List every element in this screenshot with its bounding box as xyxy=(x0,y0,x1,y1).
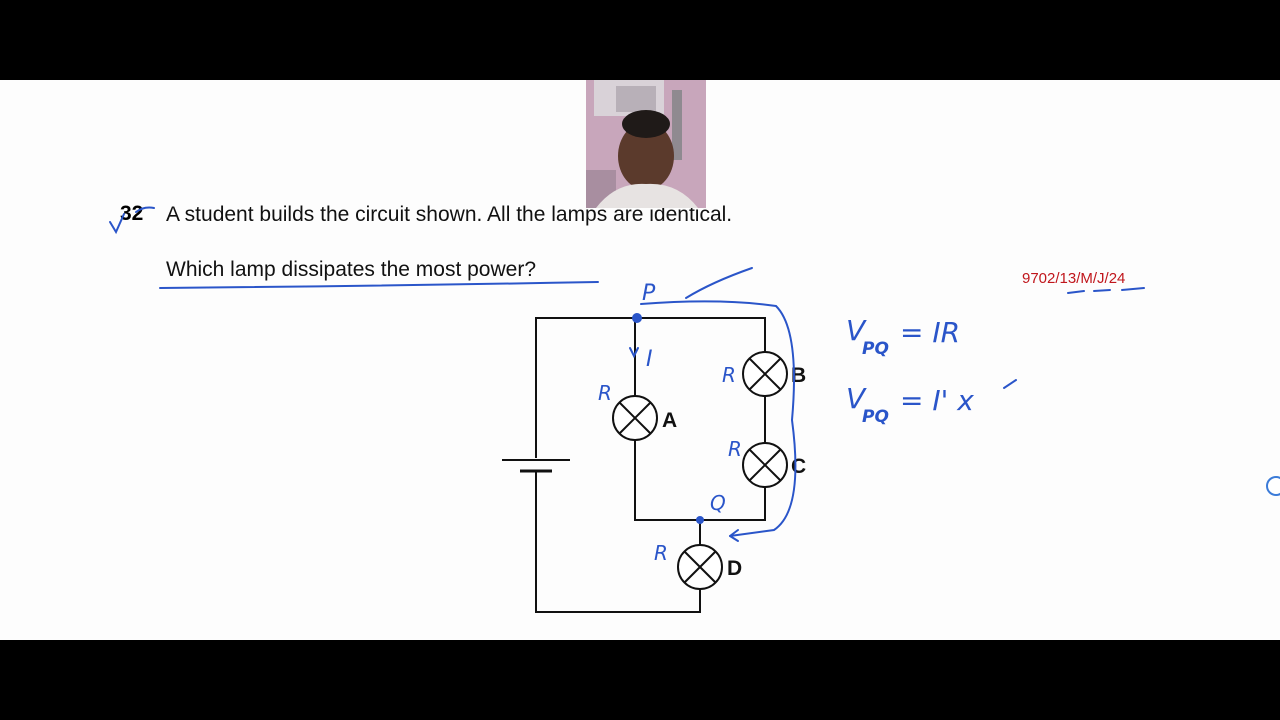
question-prompt: Which lamp dissipates the most power? xyxy=(166,258,536,281)
resistance-label-a: R xyxy=(598,381,612,405)
webcam-feed xyxy=(586,80,706,208)
eq2-symbol: V xyxy=(846,382,867,415)
lamp-c xyxy=(742,442,788,488)
presenter-video xyxy=(586,80,706,208)
trailing-stroke xyxy=(1003,379,1017,389)
bottom-letterbox xyxy=(0,640,1280,720)
eq1-rhs: = IR xyxy=(900,316,960,349)
side-panel-icon[interactable] xyxy=(1266,476,1280,496)
circuit-wires xyxy=(535,317,766,613)
eq2-rhs: = I' x xyxy=(900,384,974,417)
lamp-label-a: A xyxy=(662,409,677,432)
battery-cell xyxy=(502,459,570,473)
lamp-a xyxy=(612,395,658,441)
node-p-dot xyxy=(632,313,642,323)
node-q-dot xyxy=(696,516,704,524)
question-underline xyxy=(159,281,599,289)
lamp-b xyxy=(742,351,788,397)
question-number: 32 xyxy=(120,202,144,225)
current-label: I xyxy=(646,347,653,372)
resistance-label-c: R xyxy=(728,437,742,461)
current-arrow xyxy=(629,347,639,359)
top-letterbox xyxy=(0,0,1280,80)
eq1-symbol: V xyxy=(846,314,867,347)
paper-reference: 9702/13/M/J/24 xyxy=(1022,270,1126,287)
resistance-label-d: R xyxy=(654,541,668,565)
eq1-subscript: PQ xyxy=(862,339,889,359)
arrowhead xyxy=(729,529,739,542)
eq2-subscript: PQ xyxy=(862,407,889,427)
reference-underline xyxy=(1067,287,1145,294)
lamp-label-c: C xyxy=(791,455,806,478)
question-text: A student builds the circuit shown. All … xyxy=(166,203,733,226)
lamp-d xyxy=(677,544,723,590)
current-path-arrow xyxy=(640,300,797,537)
ink-annotations xyxy=(109,206,1145,542)
resistance-label-b: R xyxy=(722,363,736,387)
node-q-label: Q xyxy=(710,491,726,515)
tick-mark xyxy=(109,213,125,235)
lamp-label-d: D xyxy=(727,557,742,580)
tick-stroke xyxy=(685,267,753,299)
node-p-label: P xyxy=(642,281,656,306)
strike-mark xyxy=(135,206,155,213)
